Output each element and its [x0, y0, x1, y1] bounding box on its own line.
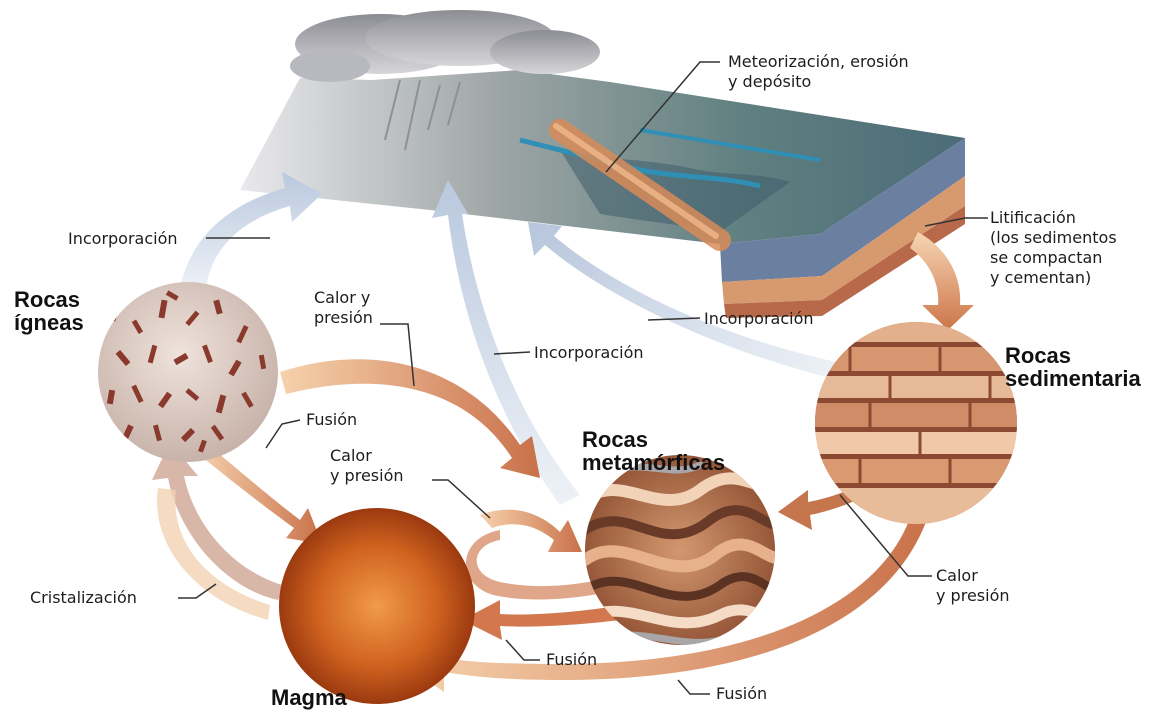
magma-circle — [279, 508, 475, 704]
label-uplift-left: Incorporación — [68, 229, 178, 249]
title-sedimentary-rocks: Rocas sedimentaria — [1005, 344, 1141, 390]
label-heat-pressure-right: Calor y presión — [936, 566, 1010, 606]
igneous-rock-circle — [98, 282, 278, 462]
label-crystallization: Cristalización — [30, 588, 137, 608]
label-melting-middle: Fusión — [546, 650, 597, 670]
label-melting-bottom: Fusión — [716, 684, 767, 704]
title-magma: Magma — [271, 686, 347, 709]
label-uplift-middle: Incorporación — [534, 343, 644, 363]
title-metamorphic-rocks: Rocas metamórficas — [582, 428, 725, 474]
label-weathering: Meteorización, erosión y depósito — [728, 52, 909, 92]
metamorphic-rock-circle — [585, 455, 785, 645]
label-uplift-right: Incorporación — [704, 309, 814, 329]
label-lithification: Litificación (los sedimentos se compacta… — [990, 208, 1117, 288]
label-melting-left: Fusión — [306, 410, 357, 430]
title-igneous-rocks: Rocas ígneas — [14, 288, 84, 334]
label-heat-pressure-top: Calor y presión — [314, 288, 373, 328]
label-heat-pressure-middle: Calor y presión — [330, 446, 404, 486]
